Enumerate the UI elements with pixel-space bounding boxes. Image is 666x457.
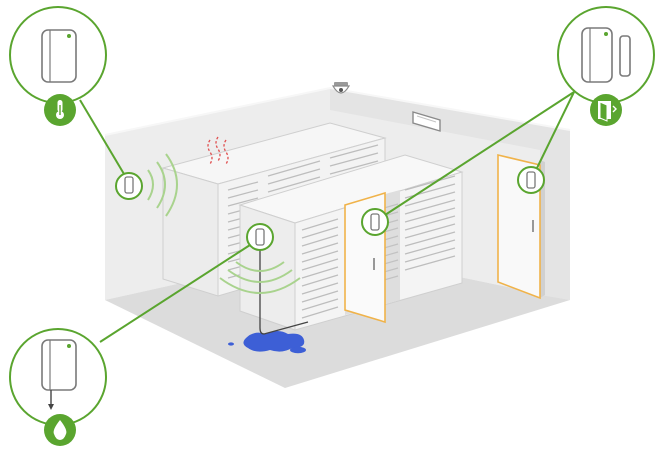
leak-probe-cable [259, 246, 309, 335]
sensor-temperature-on-wall [115, 172, 143, 200]
callout-connectors [79, 91, 575, 343]
sensor-leak-on-rack [246, 223, 274, 251]
signal-waves [147, 153, 301, 294]
multi-sensor-device [41, 29, 77, 83]
water-puddle [228, 331, 306, 354]
leak-sensor-device [41, 339, 77, 410]
thermometer-icon [44, 94, 76, 126]
room-right-wall [330, 88, 570, 300]
callout-leak [9, 328, 107, 446]
callout-temperature [9, 6, 107, 126]
ceiling-dome-camera [331, 82, 351, 94]
water-drop-icon [44, 414, 76, 446]
door-open-icon [590, 94, 622, 126]
wall-air-vent [412, 111, 441, 132]
callout-door [557, 6, 655, 126]
door-contact-sensor-device [581, 27, 631, 83]
sensor-door-on-room-door [517, 166, 545, 194]
sensor-door-on-rack [361, 208, 389, 236]
